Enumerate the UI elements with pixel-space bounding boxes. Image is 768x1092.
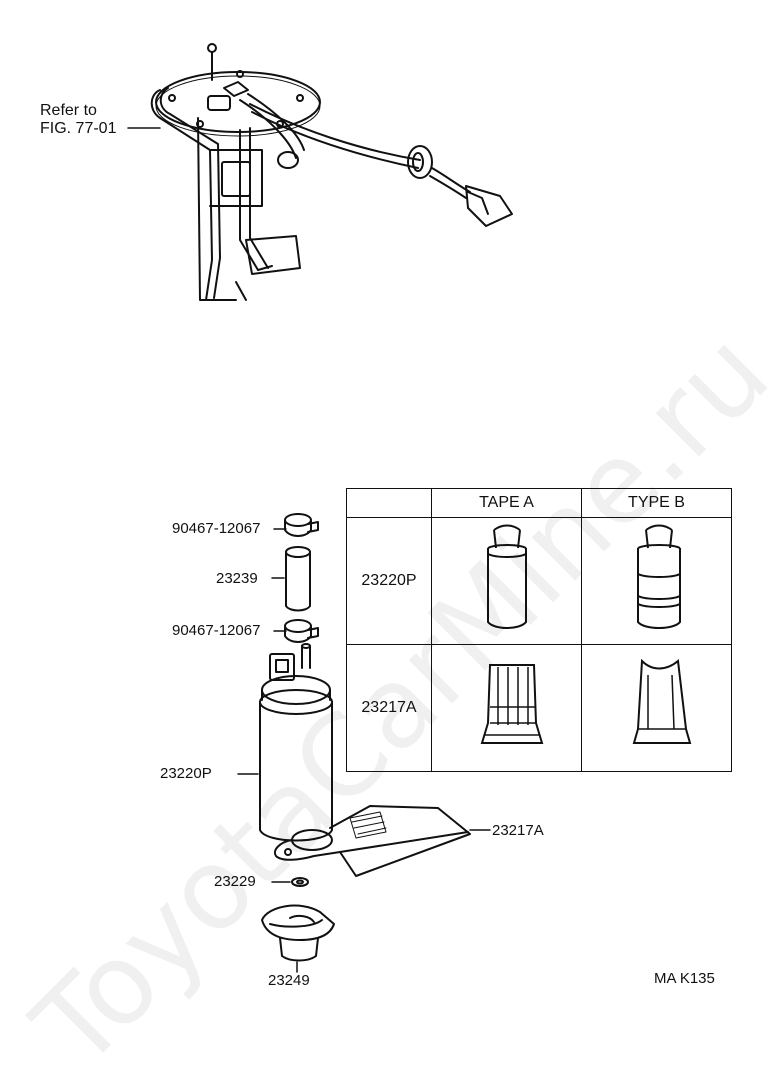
part-label-pump: 23220P: [160, 765, 212, 782]
type-comparison-table: TAPE A TYPE B 23220P: [346, 488, 732, 772]
filter-type-b-drawing: [632, 658, 692, 744]
table-cell-filter-tape-a: [431, 644, 582, 772]
figure-code: MA K135: [654, 970, 715, 987]
table-header-empty: [346, 488, 432, 518]
table-header-tape-a: TAPE A: [431, 488, 582, 518]
refer-label: Refer to FIG. 77-01: [40, 102, 116, 138]
holder-shape: [261, 904, 335, 973]
table-header-row: TAPE A TYPE B: [346, 488, 732, 518]
table-row: 23217A: [346, 644, 732, 772]
table-header-type-b: TYPE B: [581, 488, 732, 518]
table-row-label-filter: 23217A: [346, 644, 432, 772]
pump-type-a-drawing: [487, 524, 527, 629]
part-label-holder: 23249: [268, 972, 310, 989]
table-cell-pump-type-b: [581, 517, 732, 645]
part-label-hose: 23239: [216, 570, 258, 587]
clamp-top-shape: [273, 513, 319, 537]
refer-line-1: Refer to: [40, 102, 97, 119]
hose-shape: [271, 546, 311, 612]
table-row: 23220P: [346, 517, 732, 645]
refer-line-2: FIG. 77-01: [40, 120, 117, 137]
table-row-label-pump: 23220P: [346, 517, 432, 645]
fuel-pump-shape: [237, 643, 333, 842]
part-label-clamp-bottom: 90467-12067: [172, 622, 261, 639]
pump-type-b-drawing: [637, 524, 681, 629]
part-label-ring: 23229: [214, 873, 256, 890]
filter-type-a-drawing: [480, 664, 544, 744]
filter-shape: [274, 805, 491, 877]
part-label-clamp-top: 90467-12067: [172, 520, 261, 537]
table-cell-pump-tape-a: [431, 517, 582, 645]
table-cell-filter-type-b: [581, 644, 732, 772]
fuel-pump-bracket-assembly: [127, 43, 513, 301]
clamp-bottom-shape: [273, 619, 319, 643]
part-label-filter: 23217A: [492, 822, 544, 839]
ring-shape: [271, 877, 309, 887]
